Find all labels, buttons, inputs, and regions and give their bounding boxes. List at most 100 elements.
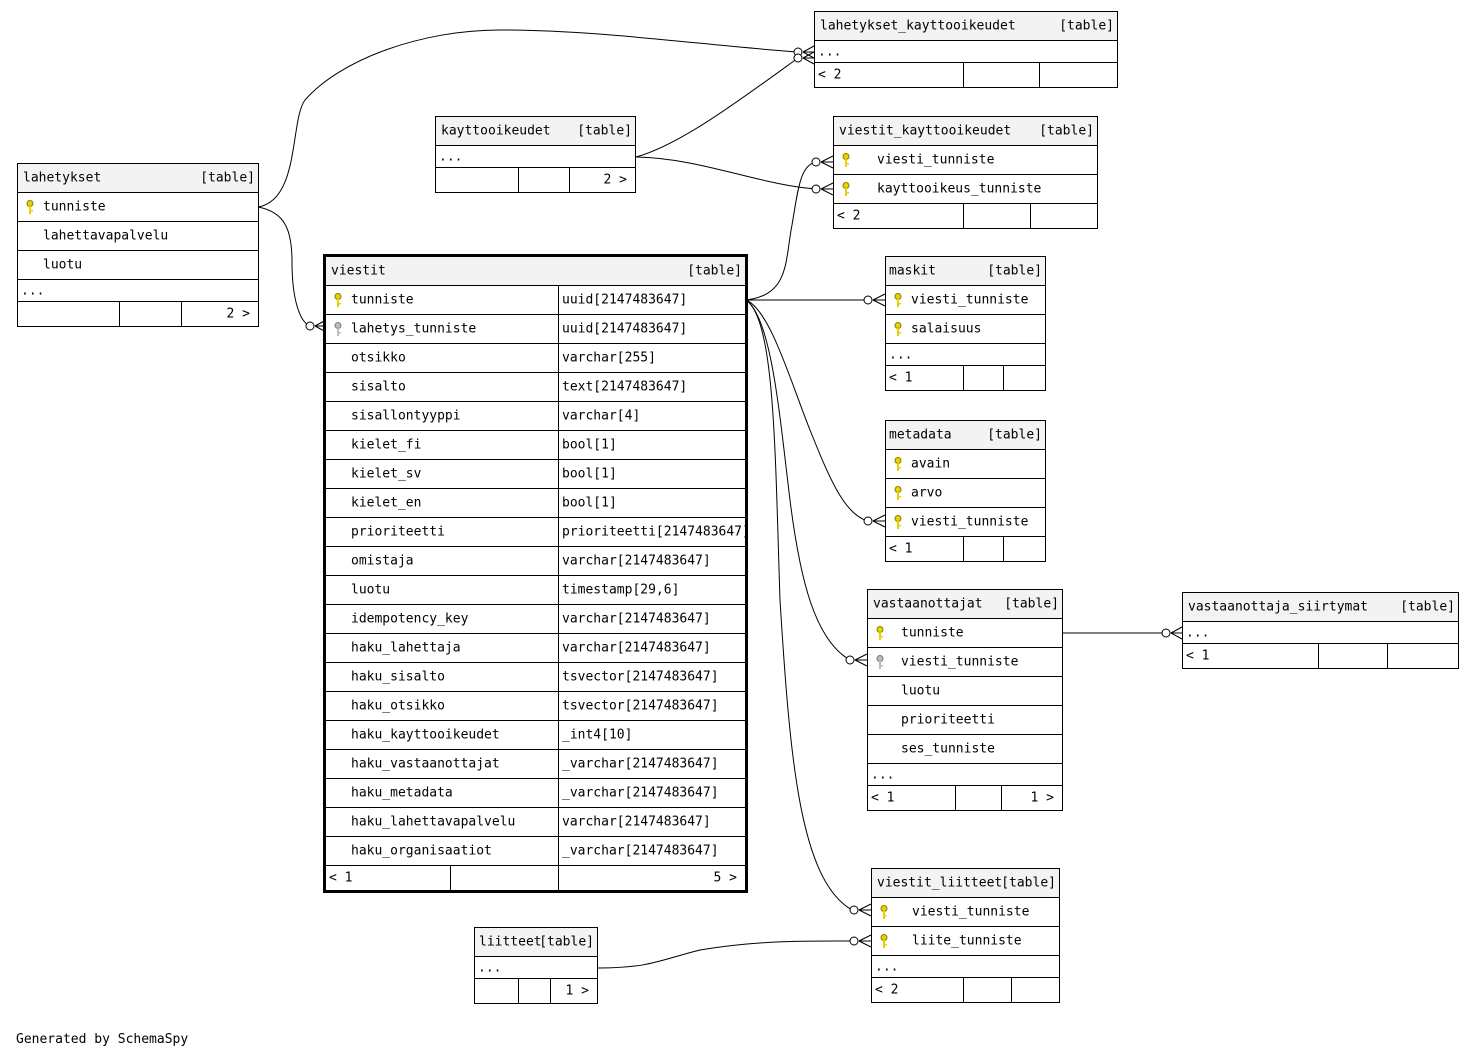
column-row[interactable]: viesti_tunniste [868,648,1062,677]
child-count[interactable]: 2 > [603,172,627,188]
column-row[interactable]: ses_tunniste [868,735,1062,764]
more-columns: ... [18,280,258,302]
table-footer: 2 > [18,302,258,326]
column-row[interactable]: viesti_tunniste [834,146,1097,175]
column-row[interactable]: viesti_tunniste [872,898,1059,927]
parent-count[interactable]: < 2 [875,982,899,998]
column-row[interactable]: kayttooikeus_tunniste [834,175,1097,204]
table-kayttooikeudet[interactable]: kayttooikeudet [table] ... 2 > [435,116,636,193]
parent-count[interactable]: < 1 [1186,648,1210,664]
column-name: lahettavapalvelu [43,228,169,244]
column-row[interactable]: liite_tunniste [872,927,1059,956]
primary-key-icon [26,200,34,214]
table-viestit-liitteet[interactable]: viestit_liitteet [table] viesti_tunniste… [871,868,1060,1003]
column-row[interactable]: haku_metadata_varchar[2147483647] [326,779,745,808]
table-liitteet[interactable]: liitteet [table] ... 1 > [474,927,598,1004]
column-name: haku_organisaatiot [351,843,492,859]
table-metadata[interactable]: metadata [table] avain arvo viesti_tunni… [885,420,1046,562]
ellipsis: ... [1186,625,1210,640]
table-name: metadata [889,427,952,443]
table-lahetykset[interactable]: lahetykset [table] tunniste lahettavapal… [17,163,259,327]
child-count[interactable]: 1 > [1030,790,1054,806]
column-name: haku_kayttooikeudet [351,727,500,743]
child-count[interactable]: 1 > [565,983,589,999]
parent-count[interactable]: < 1 [871,790,895,806]
crowsfoot-maskit [863,293,886,307]
table-name: viestit [331,263,386,279]
child-count[interactable]: 2 > [226,306,250,322]
column-type: varchar[4] [562,408,641,424]
table-header: metadata [table] [886,421,1045,450]
column-name: arvo [911,485,943,501]
column-name: kielet_sv [351,466,422,482]
column-name: otsikko [351,350,406,366]
parent-count[interactable]: < 1 [889,541,913,557]
table-header: lahetykset [table] [18,164,258,193]
child-count[interactable]: 5 > [713,870,737,886]
column-type: varchar[2147483647] [562,611,711,627]
column-row[interactable]: kielet_sv bool[1] [326,460,745,489]
column-row[interactable]: arvo [886,479,1045,508]
table-vastaanottaja-siirtymat[interactable]: vastaanottaja_siirtymat [table] ... < 1 [1182,592,1459,669]
column-row[interactable]: avain [886,450,1045,479]
table-lahetykset-kayttooikeudet[interactable]: lahetykset_kayttooikeudet [table] ... < … [814,11,1118,88]
column-row[interactable]: viesti_tunniste [886,508,1045,537]
column-row[interactable]: haku_kayttooikeudet _int4[10] [326,721,745,750]
column-row[interactable]: haku_organisaatiot_varchar[2147483647] [326,837,745,866]
table-footer: < 1 [886,366,1045,390]
table-maskit[interactable]: maskit [table] viesti_tunniste salaisuus… [885,256,1046,391]
column-type: varchar[2147483647] [562,640,711,656]
ellipsis: ... [21,283,45,298]
column-row[interactable]: viesti_tunniste [886,286,1045,315]
crowsfoot-vastaanottaja-siirtymat [1161,626,1183,640]
column-row[interactable]: salaisuus [886,315,1045,344]
column-name: viesti_tunniste [911,514,1029,530]
parent-count[interactable]: < 2 [818,67,842,83]
primary-key-icon [894,515,902,529]
table-footer: 1 > [475,979,597,1003]
column-row[interactable]: prioriteetti [868,706,1062,735]
edge-kayttooikeudet-viestit-kayttooikeudet [635,156,817,190]
parent-count[interactable]: < 1 [889,370,913,386]
column-name: viesti_tunniste [911,292,1029,308]
column-row[interactable]: lahettavapalvelu [18,222,258,251]
column-row[interactable]: haku_vastaanottajat _varchar[2147483647] [326,750,745,779]
column-row[interactable]: tunniste [868,619,1062,648]
column-type: bool[1] [562,466,617,482]
column-type: timestamp[29,6] [562,582,680,598]
column-name: haku_vastaanottajat [351,756,500,772]
parent-count[interactable]: < 1 [329,870,353,886]
table-footer: < 1 [1183,644,1458,668]
table-footer: < 1 5 > [326,866,745,890]
crowsfoot-lahetykset-kayttooikeudet-2 [793,51,815,65]
column-type: _varchar[2147483647] [562,756,719,772]
column-row[interactable]: luotu [18,251,258,280]
ellipsis: ... [871,767,895,782]
table-tag: [table] [687,263,742,279]
column-row[interactable]: tunniste [18,193,258,222]
column-name: luotu [43,257,83,273]
table-viestit-kayttooikeudet[interactable]: viestit_kayttooikeudet [table] viesti_tu… [833,116,1098,229]
table-vastaanottajat[interactable]: vastaanottajat [table] tunniste viesti_t… [867,589,1063,811]
table-footer: < 1 [886,537,1045,561]
parent-count[interactable]: < 2 [837,208,861,224]
column-type: _int4[10] [562,727,633,743]
table-tag: [table] [1059,18,1114,34]
column-row[interactable]: luotu [868,677,1062,706]
